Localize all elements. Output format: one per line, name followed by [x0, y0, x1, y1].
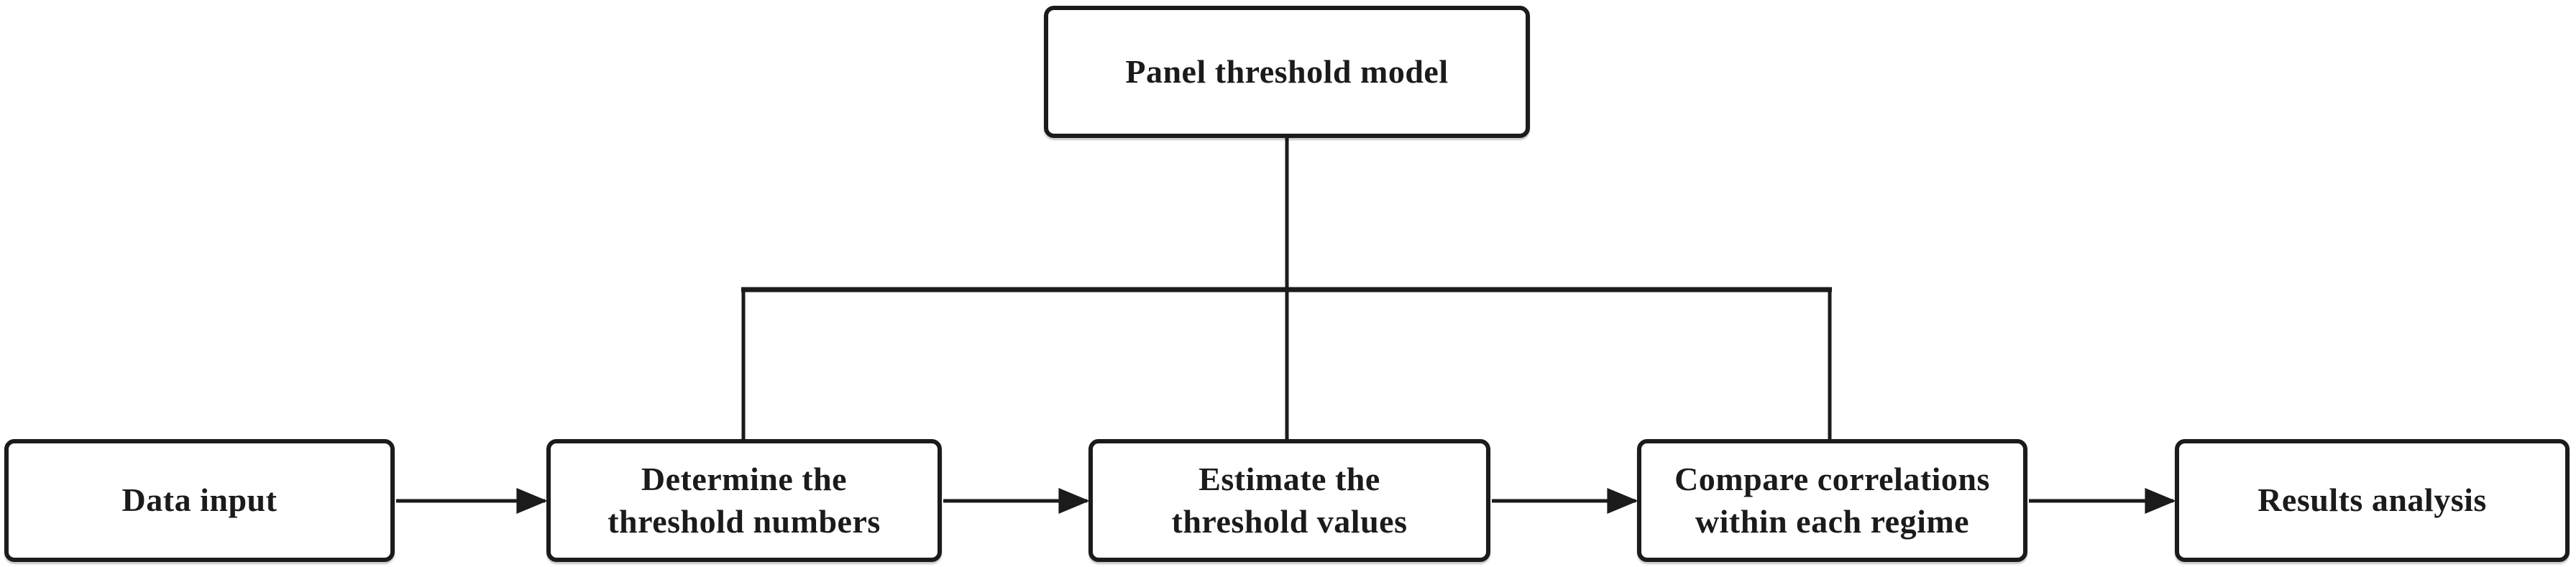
- node-results-analysis-label: Results analysis: [2258, 481, 2487, 519]
- node-data-input: Data input: [4, 439, 395, 562]
- node-determine-threshold-numbers-label: Determine the threshold numbers: [608, 460, 881, 540]
- node-determine-threshold-numbers: Determine the threshold numbers: [546, 439, 942, 562]
- node-compare-correlations: Compare correlations within each regime: [1637, 439, 2027, 562]
- node-data-input-label: Data input: [122, 481, 278, 519]
- node-panel-threshold-model-label: Panel threshold model: [1125, 52, 1449, 90]
- node-estimate-threshold-values: Estimate the threshold values: [1088, 439, 1490, 562]
- node-estimate-threshold-values-label: Estimate the threshold values: [1171, 460, 1408, 540]
- node-compare-correlations-label: Compare correlations within each regime: [1674, 460, 1990, 540]
- node-results-analysis: Results analysis: [2175, 439, 2570, 562]
- node-panel-threshold-model: Panel threshold model: [1044, 6, 1530, 138]
